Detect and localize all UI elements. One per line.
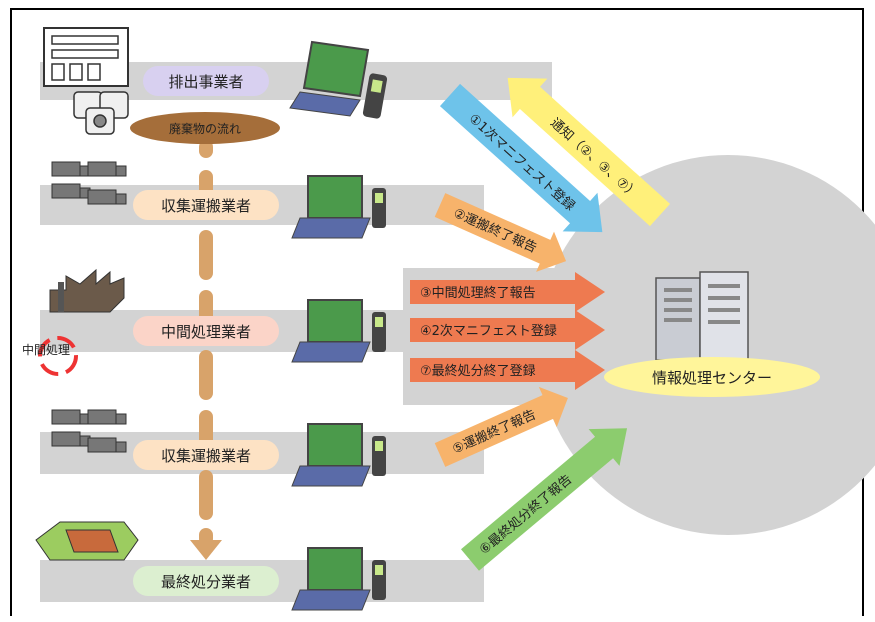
building-icon bbox=[43, 27, 129, 87]
pill-collector2 bbox=[133, 440, 279, 470]
svg-text:⑥最終処分終了報告: ⑥最終処分終了報告 bbox=[476, 471, 575, 558]
actor-intermediate: 中間処理業者 bbox=[161, 323, 251, 341]
arrow-3-intermediate: ③中間処理終了報告 bbox=[410, 272, 605, 312]
arrow-7-final-registration: ⑦最終処分終了登録 bbox=[410, 350, 605, 390]
trucks-icon-1 bbox=[51, 161, 127, 205]
pill-intermediate bbox=[133, 316, 279, 346]
actor-final: 最終処分業者 bbox=[161, 573, 251, 591]
server-icon bbox=[655, 271, 749, 363]
laptop-icon-3 bbox=[291, 299, 371, 363]
phone-icon-2 bbox=[372, 188, 386, 228]
pill-generator bbox=[143, 66, 269, 96]
flow-label-ellipse bbox=[130, 112, 280, 144]
phone-icon-1 bbox=[362, 73, 388, 119]
actor-generator: 排出事業者 bbox=[168, 73, 243, 91]
actor-collector2: 収集運搬業者 bbox=[161, 447, 251, 465]
phone-icon-5 bbox=[372, 560, 386, 600]
laptop-icon-4 bbox=[291, 423, 371, 487]
factory-icon bbox=[49, 268, 125, 313]
laptop-icon-1 bbox=[289, 40, 370, 117]
laptop-icon-2 bbox=[291, 175, 371, 239]
svg-text:③中間処理終了報告: ③中間処理終了報告 bbox=[420, 285, 536, 301]
svg-text:⑦最終処分終了登録: ⑦最終処分終了登録 bbox=[420, 363, 536, 379]
actor-collector1: 収集運搬業者 bbox=[161, 197, 251, 215]
flow-label: 廃棄物の流れ bbox=[169, 121, 241, 136]
pill-collector1 bbox=[133, 190, 279, 220]
trucks-icon-2 bbox=[51, 409, 127, 453]
laptop-icon-5 bbox=[291, 547, 371, 611]
landfill-icon bbox=[35, 521, 139, 561]
svg-text:④2次マニフェスト登録: ④2次マニフェスト登録 bbox=[420, 323, 557, 339]
phone-icon-4 bbox=[372, 436, 386, 476]
center-ellipse bbox=[604, 357, 820, 397]
center-label: 情報処理センター bbox=[652, 369, 772, 387]
recycle-icon bbox=[38, 336, 78, 376]
waste-containers-icon bbox=[73, 91, 129, 135]
phone-icon-3 bbox=[372, 312, 386, 352]
arrow-4-secondary-manifest: ④2次マニフェスト登録 bbox=[410, 310, 605, 350]
intermediate-icon-label: 中間処理 bbox=[22, 342, 70, 357]
pill-final bbox=[133, 566, 279, 596]
